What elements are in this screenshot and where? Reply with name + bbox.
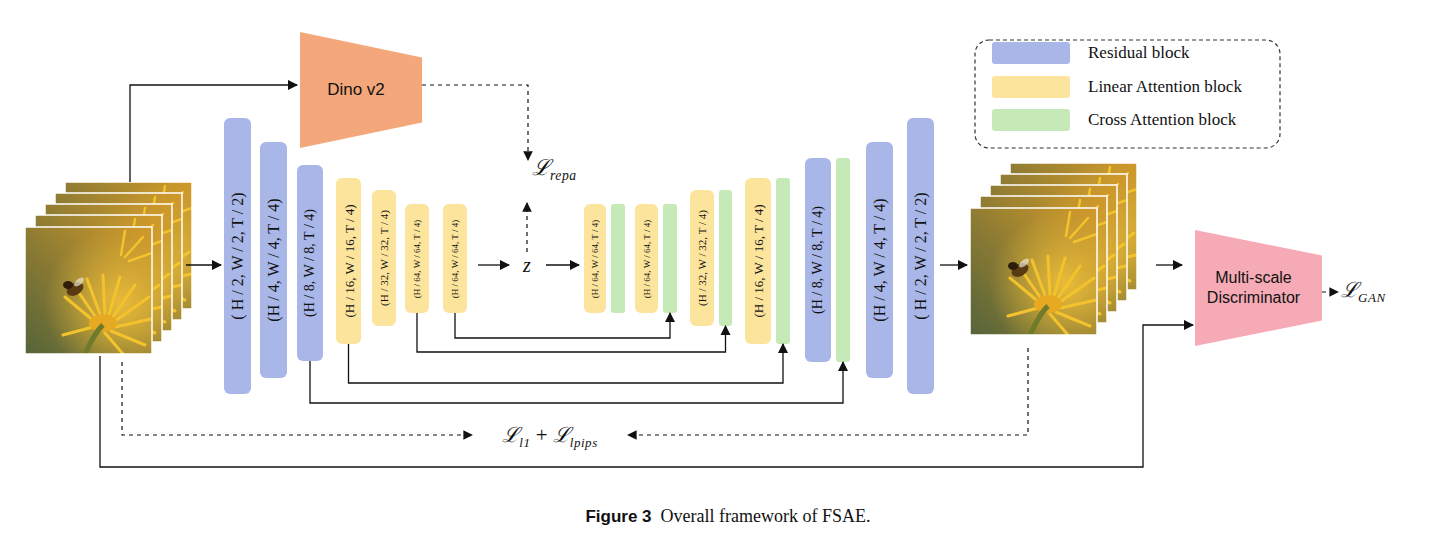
math-symbol: ℒ	[532, 155, 550, 180]
skip-connection	[417, 313, 726, 352]
legend-frame	[975, 40, 1280, 148]
tensor-shape: (H / 4, W / 4, T / 4)	[266, 198, 282, 321]
model-name: Dino v2	[327, 79, 385, 100]
latent-symbol: z	[523, 255, 531, 275]
tensor-shape: (H / 32, W / 32, T / 4)	[379, 210, 390, 306]
figure-caption: Figure 3 Overall framework of FSAE.	[0, 506, 1456, 527]
linear-attention-block: (H / 64, W / 64, T / 4)	[443, 204, 467, 313]
encoder-model: Dino v2	[300, 32, 422, 148]
math-subscript: repa	[550, 168, 577, 183]
legend-entry: Residual block	[992, 42, 1190, 64]
cross-attention-block	[663, 204, 677, 313]
output-video-frames	[970, 163, 1137, 335]
legend-label: Residual block	[1088, 43, 1190, 63]
trapezoid-shape	[300, 32, 422, 148]
trapezoid-shape	[1195, 230, 1322, 346]
loss-term: ℒl1 + ℒlpips	[502, 425, 597, 449]
math-symbol: ℒ	[502, 423, 519, 447]
linear-attention-block: (H / 16, W / 16, T / 4)	[336, 178, 361, 344]
tensor-shape: (H / 8, W / 8, T / 4)	[811, 206, 825, 314]
tensor-shape: (H / 64, W / 64, T / 4)	[591, 219, 600, 297]
tensor-shape: (H / 16, W / 16, T / 4)	[752, 204, 765, 317]
residual-block: (H / 8, W / 8, T / 4)	[297, 165, 323, 361]
math-symbol: ℒ	[1341, 278, 1358, 302]
tensor-shape: ( H / 2, W / 2, T / 2)	[913, 192, 929, 319]
cross-attention-block	[836, 158, 850, 362]
math-symbol: ℒ	[553, 423, 570, 447]
math-subscript: lpips	[570, 435, 598, 450]
residual-block: (H / 4, W / 4, T / 4)	[866, 142, 893, 378]
loss-term: ℒrepa	[532, 157, 577, 182]
caption-number: Figure 3	[585, 507, 651, 526]
residual-block: (H / 4, W / 4, T / 4)	[260, 142, 287, 378]
skip-connection	[349, 344, 784, 383]
math-subscript: l1	[519, 435, 530, 450]
legend-label: Cross Attention block	[1088, 110, 1236, 130]
legend-label: Linear Attention block	[1088, 77, 1242, 97]
cross-attention-block	[719, 190, 732, 326]
tensor-shape: (H / 64, W / 64, T / 4)	[451, 219, 460, 297]
residual-block: (H / 8, W / 8, T / 4)	[805, 158, 850, 362]
legend-entry: Cross Attention block	[992, 109, 1236, 131]
cross-attention-block	[611, 204, 625, 313]
cross-attention-block	[776, 178, 790, 344]
tensor-shape: (H / 64, W / 64, T / 4)	[413, 219, 422, 297]
linear-attention-block: (H / 64, W / 64, T / 4)	[635, 204, 677, 313]
skip-connection	[310, 361, 843, 403]
legend-swatch	[992, 42, 1070, 64]
input-video-frames	[25, 182, 192, 354]
skip-connection	[455, 313, 670, 338]
legend-swatch	[992, 76, 1070, 98]
legend-swatch	[992, 109, 1070, 131]
caption-text: Overall framework of FSAE.	[652, 506, 871, 526]
linear-attention-block: (H / 32, W / 32, T / 4)	[372, 190, 396, 326]
linear-attention-block: (H / 64, W / 64, T / 4)	[584, 204, 625, 313]
tensor-shape: (H / 64, W / 64, T / 4)	[642, 219, 651, 297]
residual-block: ( H / 2, W / 2, T / 2)	[907, 118, 934, 394]
trapezoid-label-area: Multi-scale Discriminator	[1195, 230, 1322, 346]
linear-attention-block: (H / 32, W / 32, T / 4)	[690, 190, 732, 326]
legend-entry: Linear Attention block	[992, 76, 1242, 98]
discriminator: Multi-scale Discriminator	[1195, 230, 1322, 346]
math-subscript: GAN	[1358, 290, 1386, 305]
model-name: Multi-scale Discriminator	[1199, 268, 1308, 308]
tensor-shape: (H / 8, W / 8, T / 4)	[303, 209, 317, 317]
trapezoid-outline	[1195, 230, 1322, 346]
linear-attention-block: (H / 64, W / 64, T / 4)	[405, 204, 429, 313]
tensor-shape: ( H / 2, W / 2, T / 2)	[230, 192, 246, 319]
linear-attention-block: (H / 16, W / 16, T / 4)	[745, 178, 790, 344]
tensor-shape: (H / 16, W / 16, T / 4)	[342, 204, 355, 317]
plain-text: +	[530, 423, 552, 447]
tensor-shape: (H / 4, W / 4, T / 4)	[872, 198, 888, 321]
residual-block: ( H / 2, W / 2, T / 2)	[224, 118, 251, 394]
loss-term: ℒGAN	[1341, 280, 1386, 304]
flow-arrows	[100, 85, 1193, 467]
tensor-shape: (H / 32, W / 32, T / 4)	[697, 210, 708, 306]
trapezoid-label-area: Dino v2	[300, 32, 422, 148]
